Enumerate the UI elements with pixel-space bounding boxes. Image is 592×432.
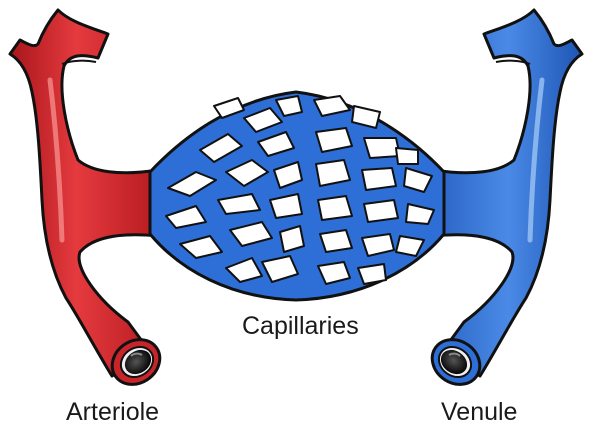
venule-body (434, 10, 582, 376)
arteriole-body (10, 10, 158, 376)
venule-label: Venule (441, 398, 517, 427)
venule-vessel (423, 10, 582, 394)
arteriole-label: Arteriole (66, 398, 159, 427)
arteriole-vessel (10, 10, 169, 394)
capillary-bed (150, 92, 444, 300)
capillaries-label: Capillaries (242, 312, 359, 341)
